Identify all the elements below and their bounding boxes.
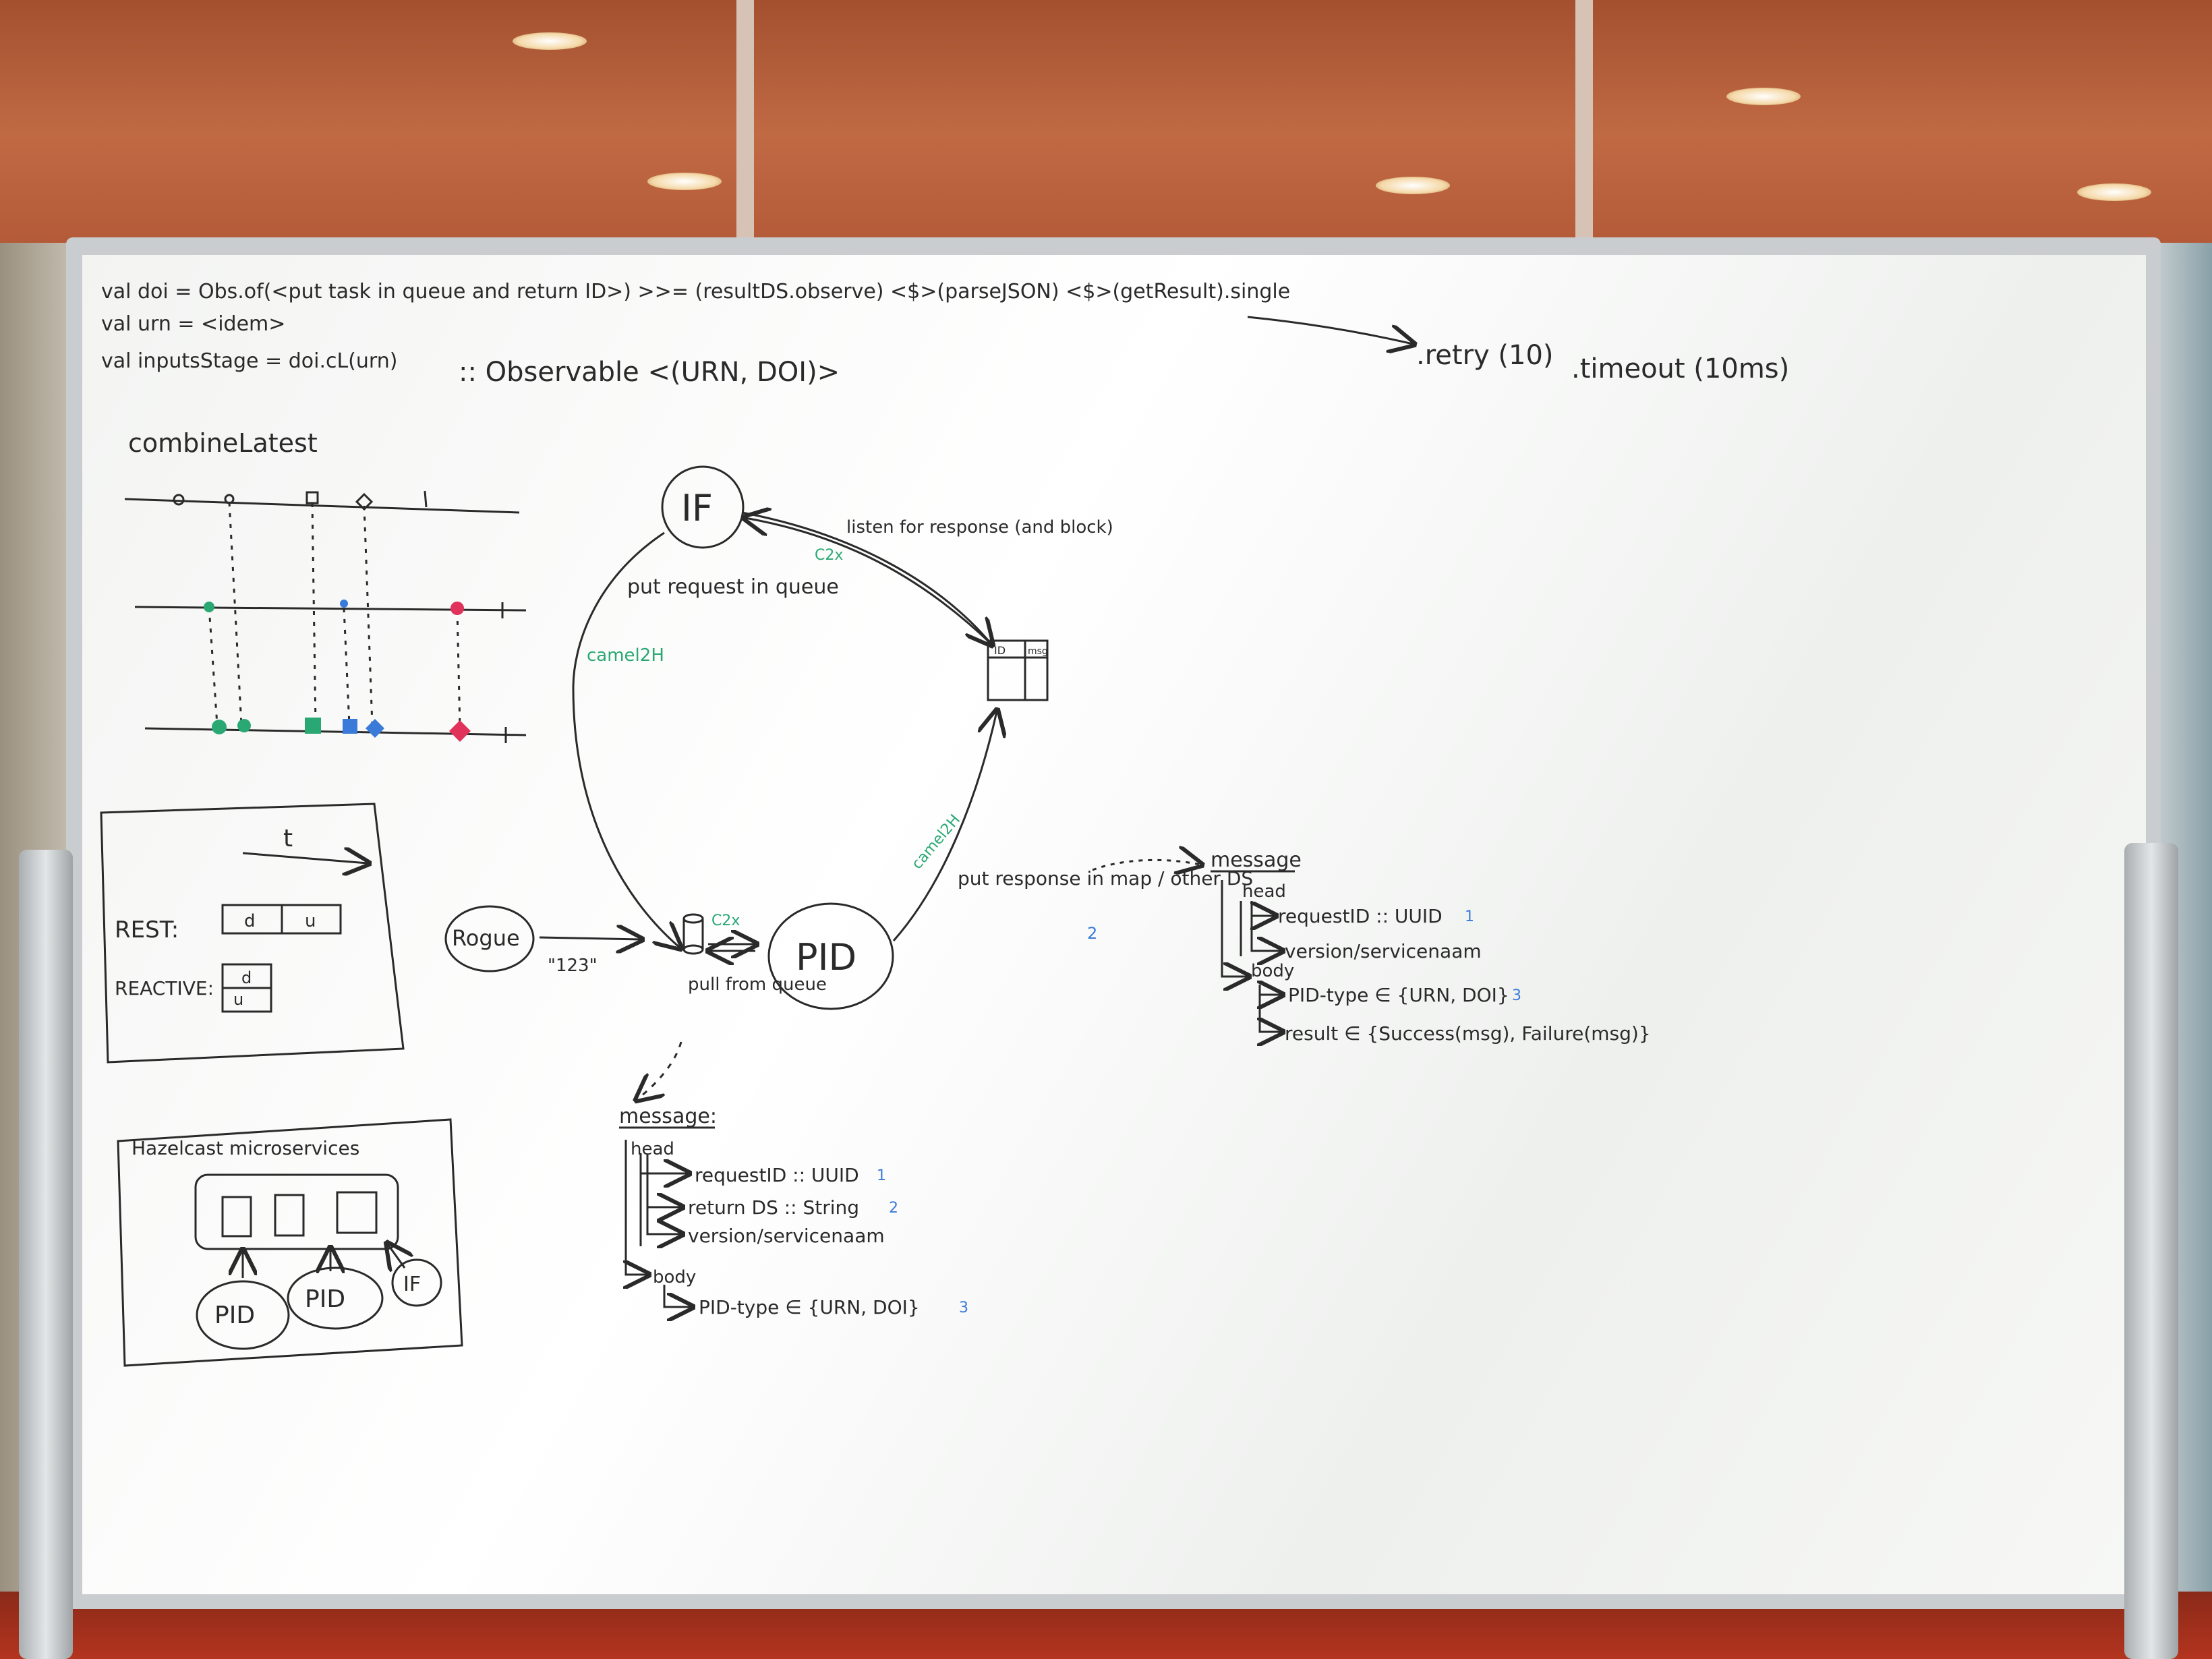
ceiling-light [1726, 88, 1801, 105]
stand-leg-left [19, 850, 73, 1659]
marble-diagram [124, 490, 527, 743]
c2x-mid-label: C2x [711, 912, 740, 929]
message-right-title: message [1211, 848, 1302, 872]
marble-combined-3 [305, 718, 321, 734]
message-right-result: result ∈ {Success(msg), Failure(msg)} [1285, 1022, 1651, 1045]
message-right-request-id: requestID :: UUID [1278, 905, 1443, 927]
message-bottom-pid-type: PID-type ∈ {URN, DOI} [699, 1296, 920, 1318]
rest-cell-d: d [244, 911, 256, 931]
flow-diagram [444, 465, 1200, 1099]
timeout-text: .timeout (10ms) [1571, 353, 1789, 384]
put-response-label: put response in map / other DS [958, 867, 1253, 890]
table-col-msg: msg [1028, 646, 1048, 657]
message-bottom-title: message: [619, 1105, 717, 1128]
message-bottom-tree [619, 1126, 715, 1307]
reactive-cell-d: d [241, 968, 252, 987]
reactive-cell-u: u [233, 990, 243, 1009]
message-bottom-request-id: requestID :: UUID [695, 1164, 859, 1186]
ceiling-light [2077, 183, 2151, 201]
type-signature: :: Observable <(URN, DOI)> [459, 357, 840, 388]
listen-label: listen for response (and block) [846, 517, 1113, 537]
message-right-request-id-num: 1 [1465, 908, 1474, 925]
reactive-label: REACTIVE: [115, 977, 214, 999]
marble-green-1 [204, 602, 214, 612]
hazelcast-node-pid-1: PID [214, 1302, 255, 1329]
camel-left-label: camel2H [587, 645, 664, 666]
hazelcast-node-if: IF [403, 1273, 421, 1296]
table-col-id: ID [994, 644, 1006, 657]
marble-title: combineLatest [128, 428, 318, 458]
message-right-head: head [1242, 881, 1286, 902]
rogue-arrow-label: "123" [548, 956, 598, 976]
rest-reactive-box [100, 803, 405, 1064]
message-bottom-return-ds: return DS :: String [688, 1196, 859, 1219]
ceiling-light [513, 32, 587, 50]
message-right-pid-type-num: 3 [1512, 987, 1521, 1004]
ceiling-light [1376, 177, 1450, 194]
message-right-pid-type: PID-type ∈ {URN, DOI} [1288, 984, 1509, 1006]
message-right-version: version/servicenaam [1285, 940, 1482, 962]
message-bottom-head: head [631, 1139, 674, 1159]
message-right-tree [1211, 870, 1295, 1032]
rest-cell-u: u [305, 911, 316, 931]
hazelcast-node-pid-2: PID [305, 1285, 345, 1313]
message-bottom-request-id-num: 1 [877, 1167, 886, 1184]
rest-arrow-label: t [283, 825, 293, 852]
hazelcast-box [117, 1118, 463, 1367]
marble-combined-5 [366, 719, 384, 738]
marble-combined-1 [212, 720, 227, 734]
code-line-2: val urn = <idem> [101, 312, 285, 336]
marble-combined-4 [343, 719, 357, 734]
flow-node-if: IF [681, 487, 713, 529]
whiteboard [82, 255, 2146, 1594]
marble-combined-6 [449, 720, 471, 742]
retry-arrow [1247, 316, 1413, 344]
code-line-3: val inputsStage = doi.cL(urn) [101, 349, 397, 373]
flow-node-pid: PID [796, 936, 856, 979]
window-frame [736, 0, 754, 243]
window-frame [1575, 0, 1593, 243]
marble-combined-2 [237, 719, 251, 732]
message-bottom-version: version/servicenaam [688, 1225, 885, 1247]
ceiling-light [647, 173, 722, 190]
hazelcast-title: Hazelcast microservices [132, 1137, 359, 1159]
message-bottom-return-ds-num: 2 [889, 1200, 898, 1217]
put-response-num: 2 [1087, 924, 1097, 943]
put-request-label: put request in queue [627, 575, 839, 599]
retry-text: .retry (10) [1416, 340, 1554, 371]
c2x-top-label: C2x [815, 547, 843, 564]
message-right-body: body [1251, 961, 1294, 981]
pull-label: pull from queue [688, 974, 827, 995]
code-line-1: val doi = Obs.of(<put task in queue and … [101, 280, 1290, 303]
message-bottom-pid-type-num: 3 [959, 1300, 968, 1316]
stand-leg-right [2124, 843, 2178, 1659]
marble-red-1 [450, 602, 464, 615]
rest-label: REST: [115, 916, 179, 943]
marble-blue-1 [340, 600, 348, 608]
message-bottom-body: body [653, 1267, 696, 1287]
ceiling [0, 0, 2212, 243]
flow-node-rogue: Rogue [452, 925, 520, 951]
